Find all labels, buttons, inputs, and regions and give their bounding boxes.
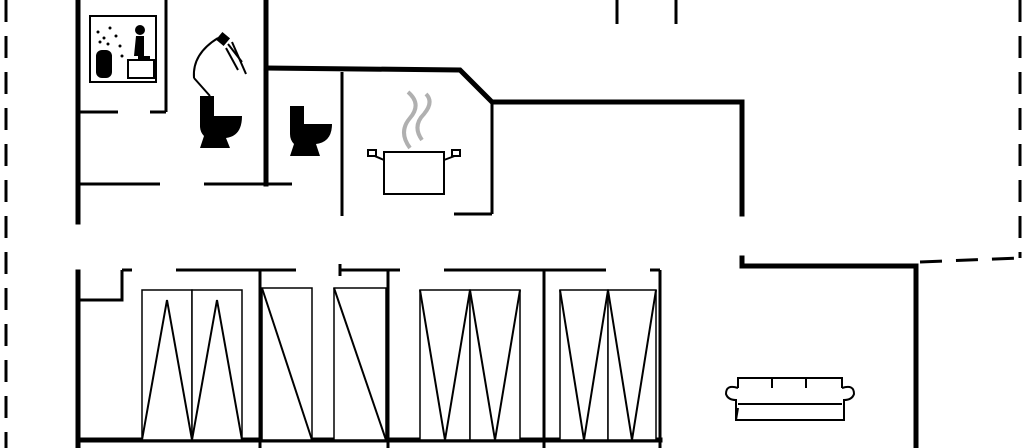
sauna-icon (89, 15, 157, 83)
toilet-icon (290, 106, 332, 156)
cooking-pot-icon (367, 90, 461, 195)
sofa-icon (724, 377, 856, 421)
bed (333, 287, 387, 441)
bed (469, 289, 521, 441)
bed-icon (141, 287, 657, 441)
bed (559, 289, 609, 441)
walls (75, 0, 919, 448)
dashed-boundary (4, 0, 1022, 448)
bed (191, 289, 243, 441)
bed (261, 287, 313, 441)
shower-icon (192, 31, 247, 97)
bed (141, 289, 193, 441)
bed (607, 289, 657, 441)
toilet-icon (200, 96, 242, 148)
bed (419, 289, 471, 441)
